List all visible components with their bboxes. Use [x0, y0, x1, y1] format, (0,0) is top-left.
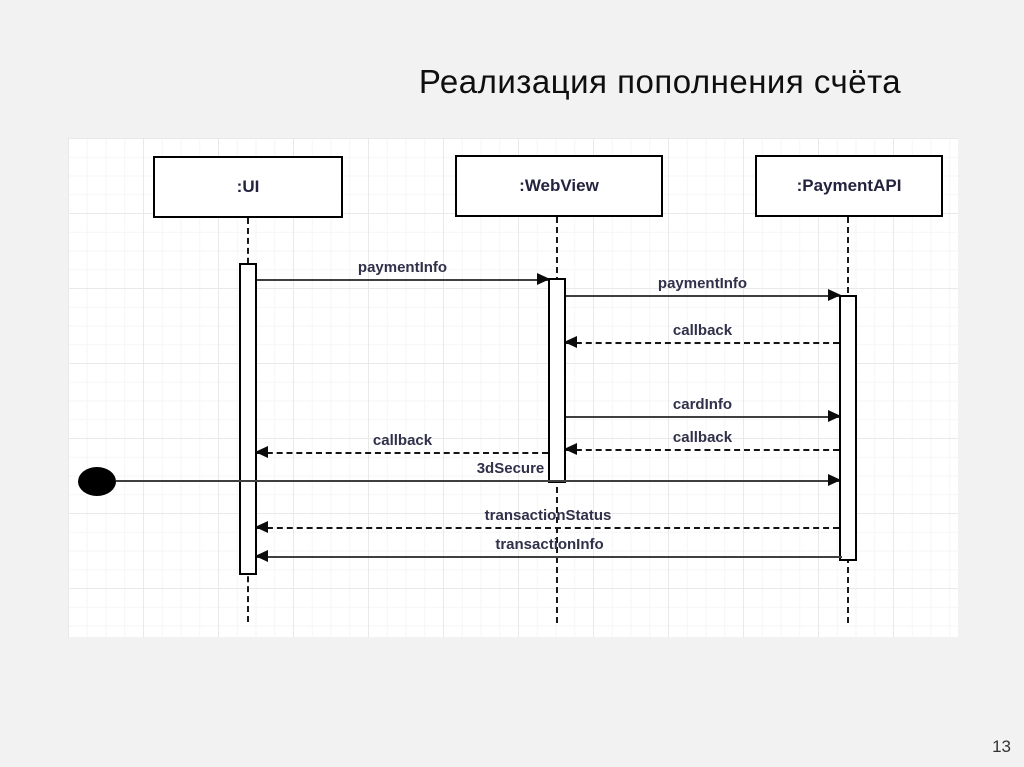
activation-ui: [239, 263, 257, 575]
lifeline-head-webview: :WebView: [455, 155, 663, 217]
message-label: cardInfo: [672, 396, 733, 413]
message-label: paymentInfo: [657, 275, 748, 292]
lifeline-head-paymentapi: :PaymentAPI: [755, 155, 943, 217]
message-line: [257, 279, 548, 281]
message-line: [257, 527, 839, 529]
message-line: [566, 342, 839, 344]
message-label: callback: [672, 322, 733, 339]
lifeline-label-paymentapi: :PaymentAPI: [796, 176, 902, 195]
message-label: callback: [672, 429, 733, 446]
message-line: [257, 556, 842, 558]
arrowhead-left-icon: [564, 443, 577, 455]
message-label: 3dSecure: [476, 460, 545, 477]
message-label: transactionInfo: [495, 536, 604, 553]
arrowhead-left-icon: [255, 446, 268, 458]
message-line: [566, 295, 839, 297]
arrowhead-right-icon: [537, 273, 550, 285]
message-label: callback: [372, 432, 433, 449]
lifeline-label-webview: :WebView: [519, 176, 599, 195]
arrowhead-right-icon: [828, 474, 841, 486]
activation-paymentapi: [839, 295, 857, 561]
message-line: [566, 416, 839, 418]
message-label: transactionStatus: [484, 507, 612, 524]
message-line: [566, 449, 839, 451]
found-message-circle-icon: [78, 467, 116, 496]
slide-title: Реализация пополнения счёта: [418, 63, 902, 100]
arrowhead-right-icon: [828, 410, 841, 422]
message-label: paymentInfo: [357, 259, 448, 276]
arrowhead-right-icon: [828, 289, 841, 301]
arrowhead-left-icon: [255, 521, 268, 533]
arrowhead-left-icon: [564, 336, 577, 348]
lifeline-label-ui: :UI: [236, 177, 260, 196]
activation-webview: [548, 278, 566, 483]
lifeline-head-ui: :UI: [153, 156, 343, 218]
diagram-canvas: :UI :WebView :PaymentAPI paymentInfo pay…: [68, 138, 958, 637]
message-line: [116, 480, 839, 482]
arrowhead-left-icon: [255, 550, 268, 562]
message-line: [257, 452, 548, 454]
page-number: 13: [992, 737, 1011, 756]
